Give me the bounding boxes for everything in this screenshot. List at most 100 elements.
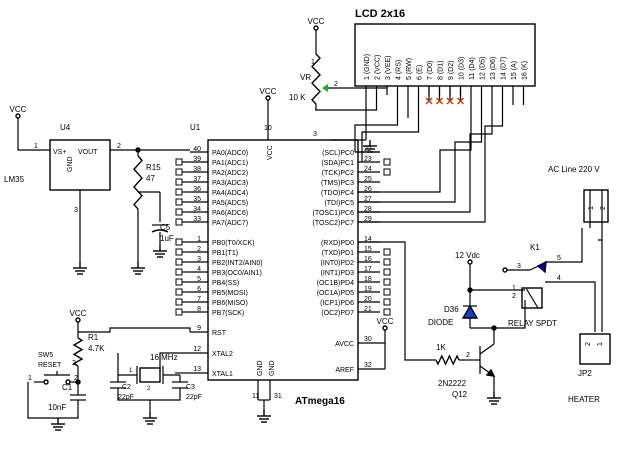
lm35-part: LM35 — [4, 175, 25, 184]
no-connect-mark — [436, 97, 443, 105]
mcu-pin-name: PA7(ADC7) — [212, 220, 248, 227]
heater-label: HEATER — [568, 395, 600, 404]
lcd-pin-label: 6 (E) — [417, 65, 424, 80]
relay-contact-arrow — [536, 260, 547, 274]
mcu-ref: U1 — [190, 123, 201, 132]
unconnected-pad — [383, 258, 391, 266]
mcu-pin-name: PB6(MISO) — [212, 300, 248, 307]
lm35-gnd: GND — [67, 156, 74, 172]
unconnected-pad — [383, 278, 391, 286]
vcc-reset: VCC — [70, 309, 87, 318]
unconnected-pad — [383, 298, 391, 306]
mcu-pin-name: PA4(ADC4) — [212, 190, 248, 197]
relay-no-wire — [545, 228, 583, 263]
lcd-pin-label: 1 (GND) — [364, 54, 371, 80]
q12-ground — [487, 392, 501, 405]
r15-ground — [131, 262, 145, 275]
lcd-pin-label: 4 (RS) — [396, 60, 403, 80]
vcc-terminal — [75, 317, 81, 323]
unconnected-pad — [383, 308, 391, 316]
q12-collector — [479, 343, 495, 355]
vcc-terminal — [313, 25, 319, 31]
q12-emitter-arrow — [485, 368, 496, 377]
mcu-pin-num: 17 — [364, 266, 372, 273]
unconnected-pad — [175, 308, 183, 316]
lcd-data-wire — [358, 95, 472, 193]
mcu-pin-num: 3 — [197, 256, 201, 263]
mcu-pin-num: 14 — [364, 236, 372, 243]
q12-part: 2N2222 — [438, 379, 467, 388]
pot-ref: VR — [300, 73, 311, 82]
r1-pin: 2 — [72, 360, 76, 367]
c1-ref: C1 — [62, 383, 73, 392]
rst-num: 9 — [197, 325, 201, 332]
crystal-label: 16 MHz — [150, 353, 178, 362]
lcd-pin-label: 5 (RW) — [406, 58, 413, 80]
no-connect-mark — [457, 97, 464, 105]
mcu-pin-num: 24 — [364, 166, 372, 173]
pot-pin-num: 2 — [334, 81, 338, 88]
k1-ref: K1 — [530, 243, 540, 252]
diode-symbol — [461, 304, 479, 319]
mcu-pin-num: 33 — [193, 216, 201, 223]
rst-name: RST — [212, 330, 227, 337]
r15-resistor — [133, 155, 143, 210]
mcu-pin-num: 15 — [364, 246, 372, 253]
lcd-pin-label: 11 (D4) — [469, 57, 476, 80]
lcd-pin-label: 10 (D3) — [459, 57, 466, 80]
mcu-pin-name: (INT0)PD2 — [321, 260, 355, 267]
lcd-data-wire — [358, 95, 504, 223]
mcu-pin-num: 22 — [364, 146, 372, 153]
mcu-pin-num: 18 — [364, 276, 372, 283]
unconnected-pad — [175, 208, 183, 216]
mcu-pin-name: PA3(ADC3) — [212, 180, 248, 187]
lcd-pin-label: 13 (D6) — [490, 57, 497, 80]
junction-dot — [467, 287, 473, 293]
lcd-data-wire — [358, 95, 493, 213]
gnd1-num: 11 — [252, 393, 259, 400]
unconnected-pad — [175, 278, 183, 286]
base-resistor — [435, 354, 460, 366]
mcu-pin-name: PB3(OC0/AIN1) — [212, 270, 262, 277]
relay-pin: 3 — [517, 263, 521, 270]
mcu-pin-name: (ICP1)PD6 — [320, 300, 354, 307]
vdc12-label: 12 Vdc — [455, 251, 480, 260]
mcu-pin-num: 8 — [197, 306, 201, 313]
r15-ref: R15 — [146, 163, 161, 172]
mcu-pin-num: 21 — [364, 306, 372, 313]
vcc-mcu: VCC — [260, 87, 277, 96]
lcd-pin-label: 14 (D7) — [501, 57, 508, 80]
mcu-pin-name: (SDA)PC1 — [321, 160, 354, 167]
lcd-vcc-wire — [315, 95, 378, 111]
mcu-pin-num: 27 — [364, 196, 372, 203]
unconnected-pad — [383, 288, 391, 296]
pot-wiper-arrow — [322, 84, 328, 92]
pd0-wire — [358, 241, 430, 361]
lm35-ground — [73, 262, 87, 275]
aref-name: AREF — [335, 367, 354, 374]
mcu-pin-num: 1 — [197, 236, 201, 243]
c2-ref: C2 — [122, 384, 131, 391]
c1-value: 10nF — [48, 403, 66, 412]
mcu-pin-num: 16 — [364, 256, 372, 263]
rst-wire — [78, 327, 191, 333]
ac-line-label: AC Line 220 V — [548, 165, 600, 174]
mcu-pin-num: 2 — [197, 246, 201, 253]
gnd1-name: GND — [257, 360, 264, 376]
switch-contact — [65, 379, 71, 385]
jp2-connector-box — [579, 333, 611, 365]
lm35-vout: VOUT — [78, 149, 98, 156]
jp2-pin: 2 — [585, 342, 592, 346]
lcd-module-box — [354, 23, 536, 87]
c5-ref: C5 — [160, 223, 171, 232]
vcc-terminal — [15, 113, 21, 119]
mcu-pin-name: (TDO)PC4 — [321, 190, 354, 197]
vcc-terminal — [382, 325, 388, 331]
ac-connector-box — [583, 189, 609, 223]
lm35-pin: 1 — [34, 143, 38, 150]
unconnected-pad — [383, 168, 391, 176]
lcd-pin-label: 7 (D0) — [427, 61, 434, 80]
jp2-pin: 1 — [597, 342, 604, 346]
mcu-pin-name: (RXD)PD0 — [321, 240, 354, 247]
mcu-pin-name: (OC1A)PD5 — [317, 290, 354, 297]
